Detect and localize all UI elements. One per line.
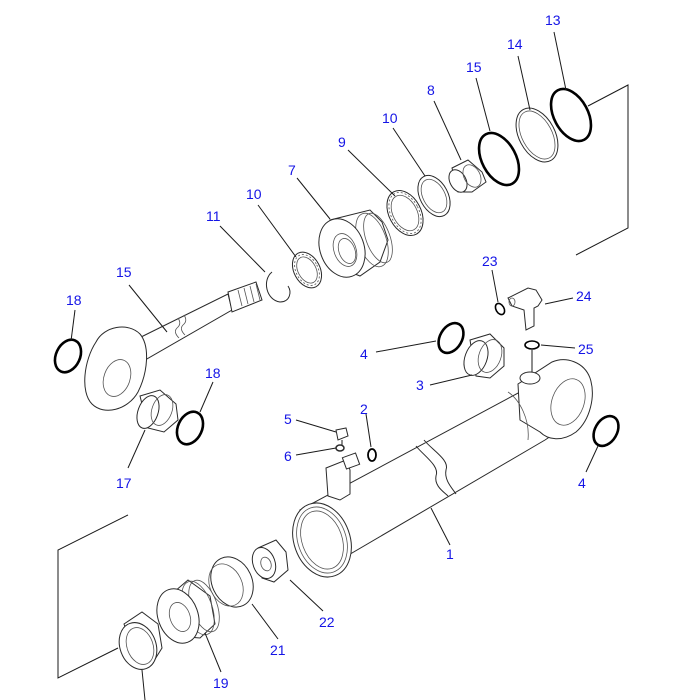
part-7-cylinder-head[interactable]: [311, 209, 398, 284]
callout-16: 15: [116, 264, 132, 280]
callout-1: 1: [446, 546, 454, 562]
part-19-piston[interactable]: [150, 576, 226, 649]
part-25-o-ring[interactable]: [524, 340, 540, 350]
leader-lines: [70, 31, 599, 700]
callout-3: 3: [416, 377, 424, 393]
part-20-wear-ring[interactable]: [113, 611, 163, 675]
part-23-o-ring[interactable]: [494, 302, 507, 316]
part-15-o-ring[interactable]: [471, 126, 527, 191]
callout-22: 22: [319, 614, 335, 630]
callout-19: 19: [213, 675, 229, 691]
callout-4-lower: 4: [578, 475, 586, 491]
part-12-snap-ring[interactable]: [265, 271, 291, 303]
callout-2: 2: [360, 401, 368, 417]
head-group-bracket: [575, 84, 629, 256]
callout-7: 7: [288, 162, 296, 178]
part-9-seal[interactable]: [380, 184, 431, 241]
callout-10: 10: [382, 110, 398, 126]
part-4-o-ring-upper[interactable]: [433, 319, 468, 358]
part-22-nut[interactable]: [248, 539, 289, 583]
callout-23: 23: [482, 253, 498, 269]
callout-9: 9: [338, 134, 346, 150]
part-18-o-ring-left[interactable]: [50, 336, 86, 377]
part-1-cylinder-tube[interactable]: [283, 359, 593, 586]
callout-14: 14: [507, 36, 523, 52]
part-18-o-ring-right[interactable]: [172, 408, 208, 449]
part-3-bushing[interactable]: [460, 333, 507, 379]
callout-18-left: 18: [66, 292, 82, 308]
part-13-o-ring[interactable]: [543, 82, 599, 147]
callout-8: 8: [427, 82, 435, 98]
callout-18-right: 18: [205, 365, 221, 381]
callout-5: 5: [284, 411, 292, 427]
callout-6: 6: [284, 448, 292, 464]
part-14-backup-ring[interactable]: [507, 101, 566, 169]
part-17-bushing[interactable]: [133, 389, 179, 433]
part-10-seal[interactable]: [411, 170, 456, 222]
callout-25: 25: [578, 341, 594, 357]
callout-11: 10: [246, 186, 262, 202]
callout-4-upper: 4: [360, 346, 368, 362]
part-16-piston-rod[interactable]: [84, 281, 263, 411]
callout-17: 17: [116, 475, 132, 491]
callout-13: 13: [545, 12, 561, 28]
part-11-seal[interactable]: [287, 247, 328, 293]
callout-24: 24: [576, 288, 592, 304]
part-8-bushing[interactable]: [445, 159, 487, 195]
part-24-elbow[interactable]: [507, 287, 543, 331]
callout-21: 21: [270, 642, 286, 658]
part-2-o-ring[interactable]: [367, 448, 377, 462]
part-4-o-ring-lower[interactable]: [588, 412, 623, 451]
callout-15: 15: [466, 59, 482, 75]
part-5-bolt[interactable]: [335, 427, 349, 446]
piston-group-bracket: [57, 514, 129, 679]
callout-12: 11: [206, 208, 221, 224]
part-6-washer[interactable]: [335, 444, 345, 452]
